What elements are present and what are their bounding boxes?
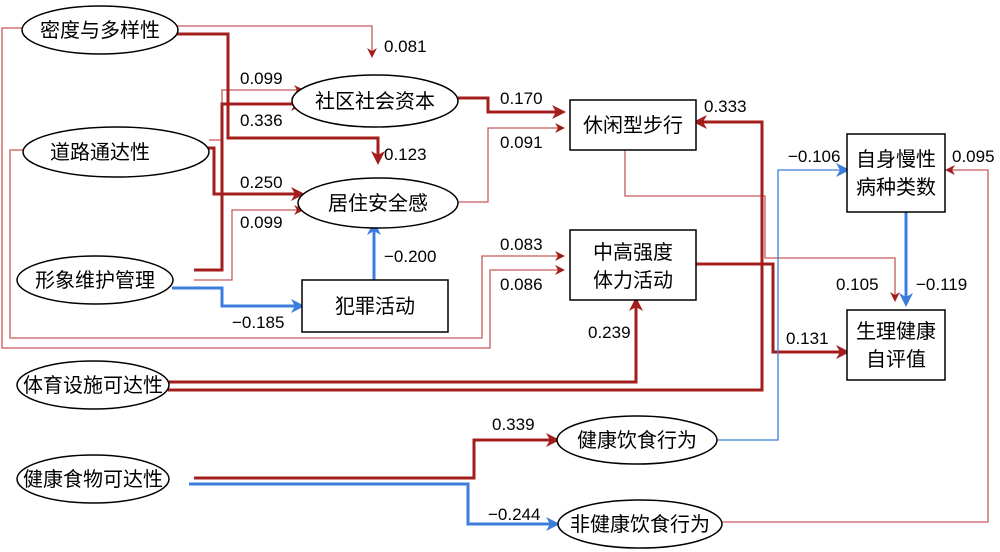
- node-mvpa-label-2: 体力活动: [593, 268, 673, 292]
- edge-road-mvpa: [9, 149, 565, 339]
- coef-road-social: 0.099: [240, 69, 283, 88]
- node-road-label: 道路通达性: [50, 140, 150, 164]
- node-srh-label-2: 自评值: [866, 347, 926, 371]
- node-walk: [569, 99, 697, 151]
- coef-chronic-srh: −0.119: [916, 275, 967, 294]
- edge-food-healthy: [194, 433, 560, 480]
- coef-density-mvpa: 0.086: [500, 275, 543, 294]
- node-srh-label-1: 生理健康: [856, 319, 936, 343]
- coef-healthy-chronic: −0.106: [788, 147, 840, 166]
- edge-sports-mvpa: [168, 297, 643, 384]
- edge-healthy-chronic: [717, 163, 850, 441]
- node-safety-label: 居住安全感: [328, 191, 428, 215]
- node-social: [291, 74, 459, 128]
- node-food: [16, 454, 170, 504]
- edge-image-crime: [172, 286, 305, 313]
- node-mvpa: [569, 229, 697, 301]
- edge-density-social: [177, 25, 377, 58]
- coef-density-safety: 0.123: [384, 145, 427, 164]
- edge-mvpa-srh: [696, 262, 850, 359]
- node-healthy-diet-label: 健康饮食行为: [577, 428, 697, 452]
- node-sports: [16, 360, 170, 410]
- node-chronic: [846, 133, 946, 213]
- node-crime-label: 犯罪活动: [335, 294, 415, 318]
- node-srh: [846, 309, 946, 381]
- edge-safety-walk: [458, 123, 565, 203]
- edge-social-walk: [458, 96, 566, 119]
- edge-image-safety: [194, 205, 304, 281]
- edge-image-social: [194, 97, 305, 272]
- coef-walk-srh: 0.105: [836, 275, 879, 294]
- node-unhealthy-diet: [557, 499, 723, 549]
- coef-social-walk: 0.170: [500, 89, 543, 108]
- coef-safety-walk: 0.091: [500, 133, 543, 152]
- node-food-label: 健康食物可达性: [23, 467, 163, 491]
- edge-density-safety: [177, 32, 385, 165]
- edge-unhealthy-chronic: [722, 165, 989, 523]
- node-density-label: 密度与多样性: [40, 18, 160, 42]
- coef-crime-safety: −0.200: [384, 247, 436, 266]
- node-safety: [297, 177, 459, 229]
- node-chronic-label-2: 病种类数: [856, 175, 936, 199]
- node-road: [22, 126, 210, 178]
- coef-sports-mvpa: 0.239: [588, 323, 631, 342]
- coef-mvpa-srh: 0.131: [786, 329, 829, 348]
- edge-sports-walk: [168, 115, 764, 392]
- node-crime: [301, 279, 449, 333]
- node-density: [21, 5, 179, 55]
- coef-road-mvpa: 0.083: [500, 235, 543, 254]
- coef-unhealthy-chronic: 0.095: [952, 147, 995, 166]
- coef-image-crime: −0.185: [232, 313, 284, 332]
- edge-walk-srh: [624, 150, 900, 302]
- node-chronic-label-1: 自身慢性: [856, 147, 936, 171]
- node-healthy-diet: [556, 415, 718, 465]
- node-sports-label: 体育设施可达性: [23, 373, 163, 397]
- coef-food-unhealthy: −0.244: [488, 505, 540, 524]
- coef-food-healthy: 0.339: [492, 415, 535, 434]
- edge-density-mvpa: [1, 27, 565, 349]
- node-image: [16, 255, 174, 305]
- coef-image-safety: 0.099: [240, 213, 283, 232]
- node-social-label: 社区社会资本: [315, 89, 435, 113]
- coef-density-social: 0.081: [384, 37, 427, 56]
- coef-road-safety: 0.250: [240, 173, 283, 192]
- coef-image-social: 0.336: [240, 111, 283, 130]
- node-unhealthy-diet-label: 非健康饮食行为: [570, 512, 710, 536]
- node-image-label: 形象维护管理: [35, 268, 155, 292]
- coef-sports-walk: 0.333: [704, 97, 747, 116]
- node-mvpa-label-1: 中高强度: [593, 240, 673, 264]
- node-walk-label: 休闲型步行: [583, 113, 683, 137]
- edge-food-unhealthy: [189, 482, 560, 531]
